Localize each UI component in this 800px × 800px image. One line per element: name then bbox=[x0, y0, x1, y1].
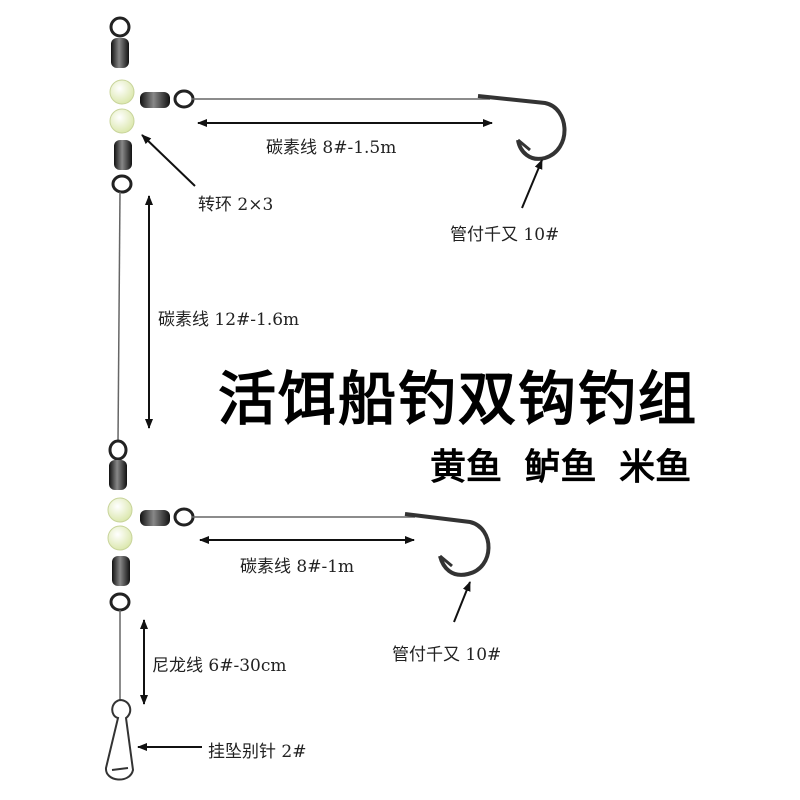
bottom-hook bbox=[404, 512, 491, 577]
bottom-hook-pointer-arrow bbox=[453, 581, 471, 623]
bottom-hook-label: 管付千又 10# bbox=[392, 645, 502, 665]
nylon-line-label: 尼龙线 6#-30cm bbox=[152, 656, 287, 676]
bottom-bead-2 bbox=[107, 525, 133, 551]
top-hook bbox=[477, 94, 567, 161]
main-line bbox=[117, 191, 121, 443]
swivel-label: 转环 2×3 bbox=[198, 195, 274, 215]
bottom-lower-ring bbox=[109, 592, 131, 612]
bottom-swivel-assembly bbox=[107, 439, 195, 612]
bottom-hook-barb bbox=[439, 554, 453, 568]
page-subtitle: 黄鱼 鲈鱼 米鱼 bbox=[430, 447, 692, 488]
bottom-bead-1 bbox=[107, 497, 133, 523]
swivel-pointer-arrow bbox=[141, 134, 196, 187]
top-swivel-assembly bbox=[109, 16, 195, 194]
page-title: 活饵船钓双钩钓组 bbox=[218, 365, 699, 433]
bottom-leader-label: 碳素线 8#-1m bbox=[240, 557, 355, 577]
sinker-snap-icon bbox=[104, 698, 135, 781]
top-lower-ring bbox=[111, 174, 133, 194]
bottom-side-ring bbox=[173, 507, 195, 527]
top-bead-2 bbox=[109, 108, 135, 134]
top-bead-1 bbox=[109, 79, 135, 105]
sinker-snap-label: 挂坠别针 2# bbox=[208, 742, 307, 762]
top-side-ring bbox=[173, 89, 195, 109]
bottom-ring bbox=[108, 439, 128, 461]
top-hook-barb bbox=[517, 138, 531, 152]
top-lower-swivel-barrel bbox=[114, 140, 132, 170]
top-swivel-barrel bbox=[111, 38, 129, 68]
main-line-label: 碳素线 12#-1.6m bbox=[158, 310, 300, 330]
bottom-side-swivel-barrel bbox=[140, 510, 170, 526]
top-side-swivel-barrel bbox=[140, 92, 170, 108]
bottom-swivel-barrel bbox=[109, 460, 127, 490]
top-hook-pointer-arrow bbox=[521, 159, 543, 209]
top-leader-label: 碳素线 8#-1.5m bbox=[266, 138, 397, 158]
top-hook-label: 管付千又 10# bbox=[450, 225, 560, 245]
bottom-lower-swivel-barrel bbox=[112, 556, 130, 586]
top-ring bbox=[109, 16, 131, 38]
